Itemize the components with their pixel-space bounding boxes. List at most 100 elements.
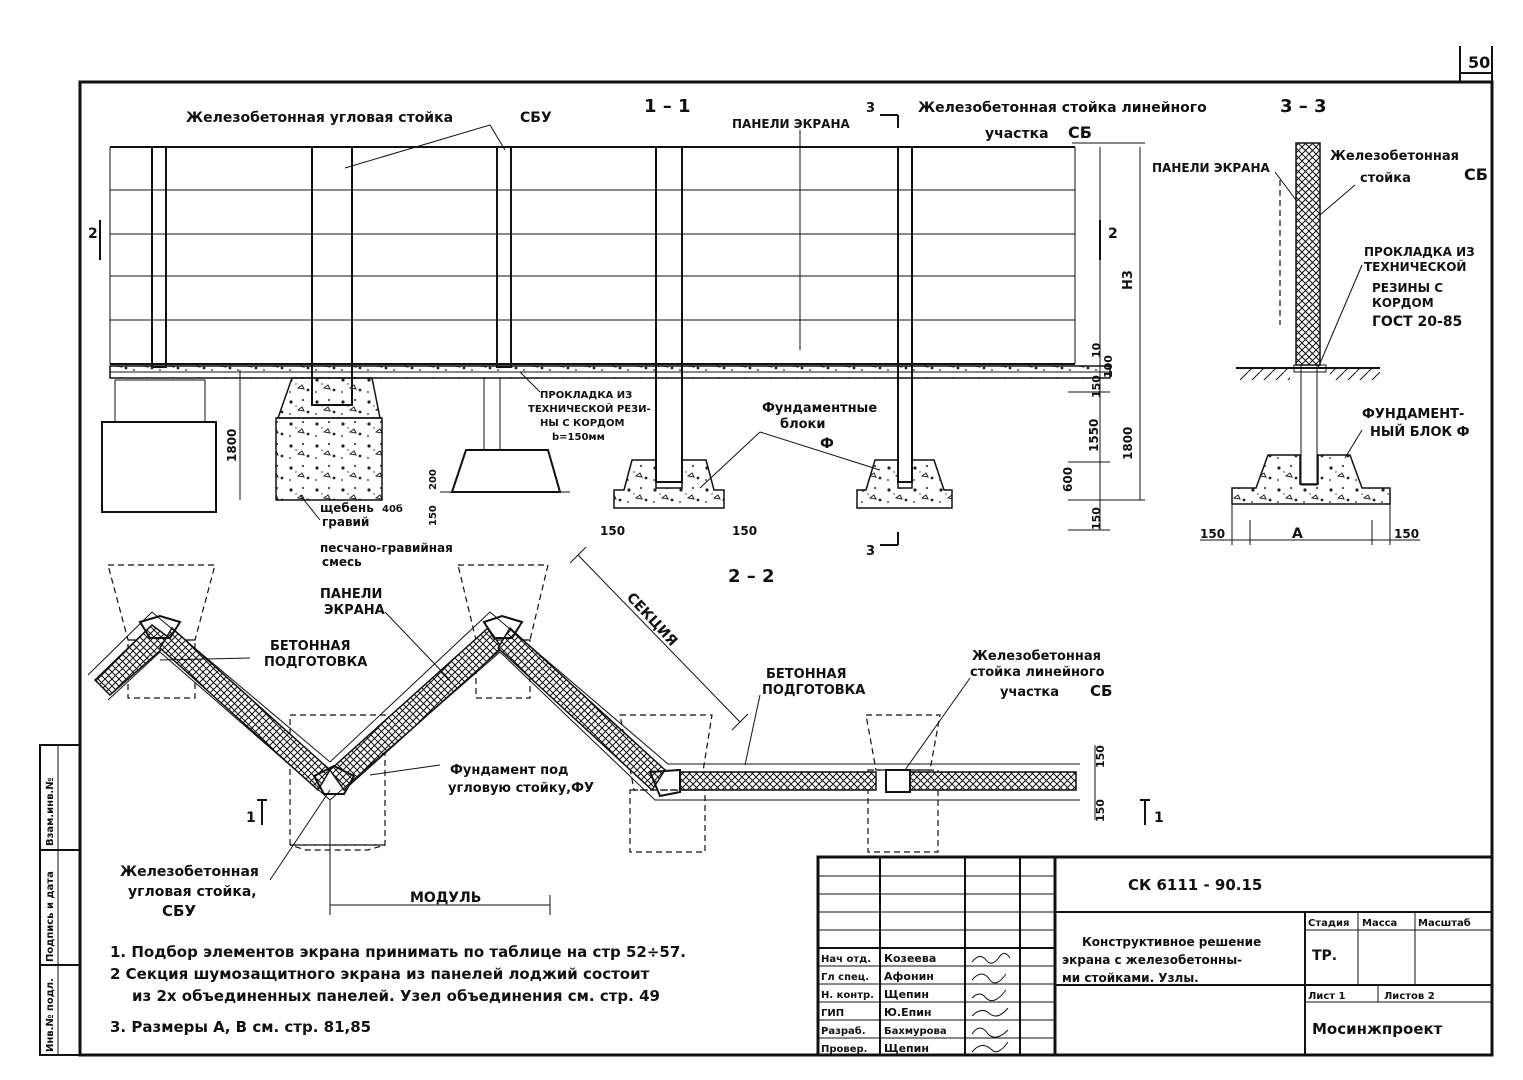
stamp-inv-podl: Инв.№ подл.: [45, 978, 56, 1052]
label-gravel-2: гравий: [322, 515, 369, 529]
label-found-blocks-1: Фундаментные: [762, 401, 877, 416]
dim-1550: 1550: [1087, 419, 1101, 452]
label-post-33-1: Железобетонная: [1330, 149, 1459, 164]
label-corner-post: Железобетонная угловая стойка: [186, 110, 453, 126]
label-linear-post-22-3: участка: [1000, 685, 1059, 700]
dim-1800-right: 1800: [1121, 427, 1135, 460]
tb-title-3: ми стойками. Узлы.: [1062, 971, 1199, 985]
label-corner-post-code: СБУ: [520, 110, 552, 126]
tb-name-4: Бахмурова: [884, 1026, 947, 1037]
label-found-blocks-2: блоки: [780, 417, 825, 432]
tb-org: Мосинжпроект: [1312, 1020, 1443, 1038]
tb-sheets: Листов 2: [1384, 991, 1435, 1002]
label-gasket-33-1: ПРОКЛАДКА ИЗ: [1364, 245, 1475, 259]
stamp-signature-date: Подпись и дата: [45, 871, 56, 962]
label-panels-22-2: ЭКРАНА: [324, 603, 385, 618]
tb-role-4: Разраб.: [821, 1025, 866, 1037]
note-3: из 2х объединенных панелей. Узел объедин…: [132, 987, 660, 1005]
label-corner-post-22-2: угловая стойка,: [128, 884, 257, 900]
label-gasket-3: НЫ С КОРДОМ: [540, 418, 624, 429]
label-concrete-prep-r1: БЕТОННАЯ: [766, 667, 847, 682]
note-2: 2 Секция шумозащитного экрана из панелей…: [110, 965, 650, 983]
mark-2-right: 2: [1108, 226, 1118, 242]
title-block: [816, 855, 1494, 1057]
label-panels-11: ПАНЕЛИ ЭКРАНА: [732, 117, 850, 131]
label-concrete-prep-r2: ПОДГОТОВКА: [762, 683, 865, 698]
label-found-33-2: НЫЙ БЛОК Ф: [1370, 424, 1470, 440]
label-gravel-1: щебень: [320, 501, 374, 515]
tb-name-5: Щепин: [884, 1042, 929, 1055]
tb-col-stage: Стадия: [1308, 918, 1349, 929]
note-1: 1. Подбор элементов экрана принимать по …: [110, 943, 686, 961]
dim-150-b: 150: [1090, 507, 1103, 530]
tb-name-1: Афонин: [884, 970, 934, 983]
tb-role-3: ГИП: [821, 1008, 844, 1019]
label-gasket-2: ТЕХНИЧЕСКОЙ РЕЗИ-: [528, 402, 651, 415]
tb-stage-value: ТР.: [1312, 948, 1337, 964]
label-concrete-prep-1: БЕТОННАЯ: [270, 639, 351, 654]
tb-role-5: Провер.: [821, 1044, 867, 1055]
label-linear-post-2: участка: [985, 126, 1049, 142]
label-gasket-33-5: ГОСТ 20-85: [1372, 314, 1462, 330]
label-found-33-1: ФУНДАМЕНТ-: [1362, 407, 1464, 422]
label-linear-post-22-code: СБ: [1090, 682, 1112, 700]
label-corner-post-22-code: СБУ: [162, 902, 196, 920]
label-linear-post-code: СБ: [1068, 123, 1092, 142]
tb-role-1: Гл спец.: [821, 972, 869, 983]
section-title-1-1: 1 – 1: [644, 96, 691, 117]
label-found-blocks-code: Ф: [820, 436, 834, 452]
dim-22-150-bottom: 150: [1094, 799, 1107, 822]
dim-200: 200: [428, 469, 439, 490]
dim-150-e: 150: [732, 524, 757, 538]
label-post-33-code: СБ: [1464, 165, 1488, 184]
dim-150-c: 150: [428, 505, 439, 526]
tb-name-2: Щепин: [884, 988, 929, 1001]
tb-role-2: Н. контр.: [821, 990, 874, 1001]
dim-100: 100: [1102, 355, 1115, 378]
tb-sheet: Лист 1: [1308, 991, 1346, 1002]
label-sand-2: смесь: [322, 555, 362, 569]
label-module: МОДУЛЬ: [410, 890, 481, 906]
label-gasket-33-2: ТЕХНИЧЕСКОЙ: [1364, 259, 1466, 274]
label-panels-33: ПАНЕЛИ ЭКРАНА: [1152, 161, 1270, 175]
label-sand-1: песчано-гравийная: [320, 541, 453, 555]
dim-33-150-left: 150: [1200, 527, 1225, 541]
label-linear-post-22-1: Железобетонная: [972, 649, 1101, 664]
section-3-3: [1200, 142, 1420, 545]
label-gasket-33-3: РЕЗИНЫ С: [1372, 281, 1443, 295]
dim-h3: Н3: [1121, 270, 1136, 290]
mark-1-right: 1: [1154, 810, 1164, 826]
tb-col-scale: Масштаб: [1418, 917, 1471, 929]
stamp-inv-vzam: Взам.инв.№: [45, 778, 56, 846]
dim-22-150-top: 150: [1094, 745, 1107, 768]
tb-title-2: экрана с железобетонны-: [1062, 953, 1242, 967]
mark-3-bottom: 3: [866, 544, 875, 559]
label-gravel-size: 40б: [382, 503, 403, 515]
sheet-frame: [78, 46, 1494, 1057]
tb-title-1: Конструктивное решение: [1082, 935, 1261, 949]
label-concrete-prep-2: ПОДГОТОВКА: [264, 655, 367, 670]
section-1-1-elevation: [99, 114, 1145, 546]
label-corner-post-22-1: Железобетонная: [120, 864, 259, 880]
dim-a: А: [1292, 526, 1303, 542]
label-linear-post-1: Железобетонная стойка линейного: [918, 100, 1207, 116]
side-stamp: [39, 744, 81, 1056]
label-post-33-2: стойка: [1360, 171, 1411, 186]
label-panels-22-1: ПАНЕЛИ: [320, 587, 382, 602]
label-found-corner-1: Фундамент под: [450, 763, 569, 778]
tb-col-mass: Масса: [1362, 918, 1397, 929]
tb-code: СК 6111 - 90.15: [1128, 876, 1262, 894]
mark-2-left: 2: [88, 226, 98, 242]
label-linear-post-22-2: стойка линейного: [970, 665, 1105, 680]
tb-role-0: Нач отд.: [821, 954, 871, 965]
tb-name-3: Ю.Епин: [884, 1006, 932, 1019]
note-4: 3. Размеры А, В см. стр. 81,85: [110, 1018, 371, 1036]
mark-1-left: 1: [246, 810, 256, 826]
sheet-number: 50: [1468, 53, 1490, 72]
dim-600: 600: [1061, 467, 1075, 492]
dim-150-a: 150: [1090, 375, 1103, 398]
dim-1800-left: 1800: [225, 429, 239, 462]
label-section: СЕКЦИЯ: [623, 590, 680, 650]
section-title-3-3: 3 – 3: [1280, 96, 1327, 117]
